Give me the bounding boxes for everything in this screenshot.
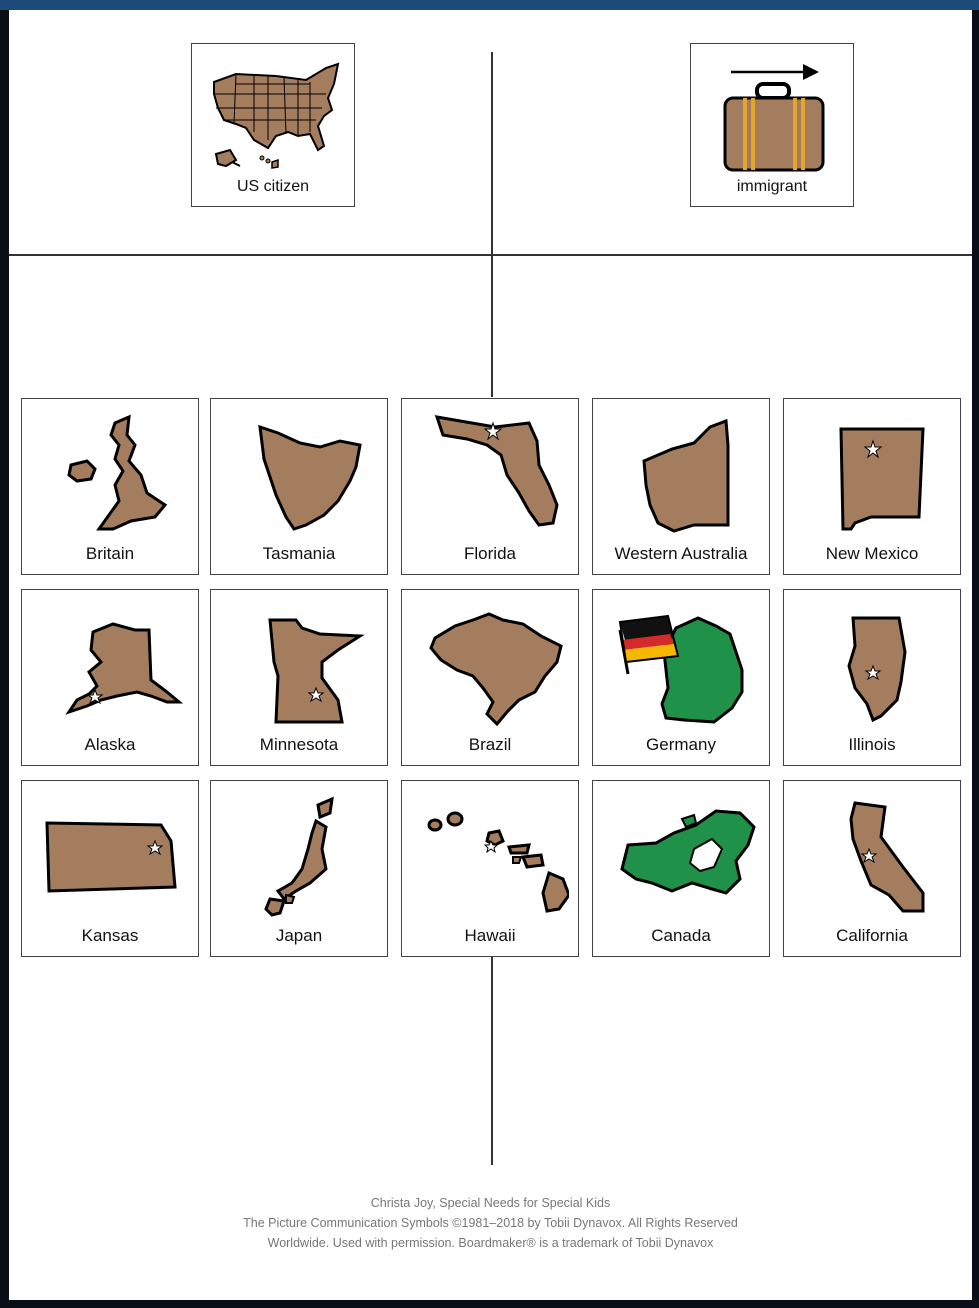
card-label: Japan: [275, 926, 323, 945]
us-map-icon: [213, 62, 340, 169]
card-hawaii[interactable]: Hawaii: [401, 780, 579, 957]
western-australia-map-icon: [642, 418, 730, 533]
brazil-map-icon: [429, 612, 563, 727]
card-japan[interactable]: Japan: [210, 780, 388, 957]
credit-line: Worldwide. Used with permission. Boardma…: [267, 1236, 714, 1250]
card-canada[interactable]: Canada: [592, 780, 770, 957]
card-california[interactable]: California: [783, 780, 961, 957]
sort-header-us-citizen[interactable]: US citizen: [191, 43, 355, 207]
sort-header-label: immigrant: [736, 178, 808, 195]
suitcase-arrow-icon: [723, 64, 825, 172]
card-label: New Mexico: [825, 544, 919, 563]
vertical-divider-bottom: [491, 945, 493, 1165]
copyright-credits: Christa Joy, Special Needs for Special K…: [9, 1193, 972, 1253]
card-kansas[interactable]: Kansas: [21, 780, 199, 957]
card-label: Florida: [464, 544, 516, 563]
credit-line: The Picture Communication Symbols ©1981–…: [243, 1216, 738, 1230]
card-florida[interactable]: Florida: [401, 398, 579, 575]
card-label: Germany: [646, 735, 716, 754]
sort-header-immigrant[interactable]: immigrant: [690, 43, 854, 207]
card-alaska[interactable]: Alaska: [21, 589, 199, 766]
card-western-australia[interactable]: Western Australia: [592, 398, 770, 575]
card-new-mexico[interactable]: New Mexico: [783, 398, 961, 575]
card-label: Kansas: [81, 926, 139, 945]
new-mexico-map-icon: [839, 427, 925, 531]
credit-line: Christa Joy, Special Needs for Special K…: [370, 1196, 611, 1210]
tasmania-map-icon: [258, 424, 362, 531]
card-label: Britain: [85, 544, 135, 563]
card-label: Tasmania: [262, 544, 336, 563]
card-germany[interactable]: Germany: [592, 589, 770, 766]
canada-map-icon: [620, 809, 756, 895]
germany-map-flag-icon: [618, 614, 744, 724]
japan-map-icon: [264, 796, 334, 917]
vertical-divider-top: [491, 52, 493, 397]
window-top-bar: [0, 0, 979, 10]
card-tasmania[interactable]: Tasmania: [210, 398, 388, 575]
britain-map-icon: [67, 414, 168, 531]
kansas-map-icon: [45, 821, 177, 893]
sort-header-label: US citizen: [236, 178, 310, 195]
sorting-worksheet: US citizen immigrant Britain Tasmania: [9, 10, 972, 1300]
card-minnesota[interactable]: Minnesota: [210, 589, 388, 766]
card-britain[interactable]: Britain: [21, 398, 199, 575]
card-illinois[interactable]: Illinois: [783, 589, 961, 766]
hawaii-map-icon: [427, 811, 569, 913]
florida-map-icon: [434, 415, 559, 527]
illinois-map-icon: [847, 616, 907, 723]
card-brazil[interactable]: Brazil: [401, 589, 579, 766]
minnesota-map-icon: [268, 618, 365, 724]
card-label: Western Australia: [614, 544, 748, 563]
card-label: Brazil: [468, 735, 512, 754]
card-label: Illinois: [848, 735, 896, 754]
card-label: Hawaii: [464, 926, 516, 945]
card-label: California: [836, 926, 908, 945]
card-label: Minnesota: [259, 735, 339, 754]
horizontal-divider: [9, 254, 972, 256]
card-label: Alaska: [84, 735, 136, 754]
california-map-icon: [849, 801, 925, 913]
card-label: Canada: [651, 926, 711, 945]
alaska-map-icon: [65, 622, 184, 715]
